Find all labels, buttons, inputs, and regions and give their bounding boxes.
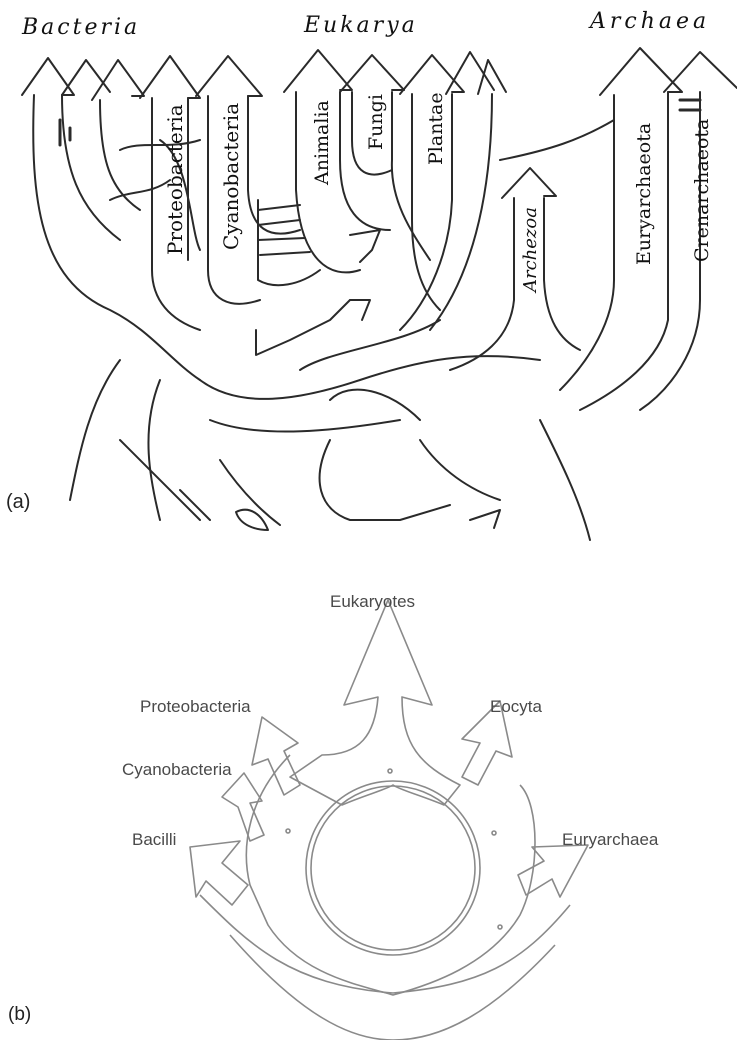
panel-tag-a: (a) xyxy=(6,491,30,513)
eukarya-arrow-5 xyxy=(478,60,506,94)
ring-inner-circle xyxy=(306,781,480,955)
eukarya-arrow-4 xyxy=(446,52,494,94)
domain-label-bacteria: Bacteria xyxy=(21,15,140,40)
branch-label-euryarchaeota: Euryarchaeota xyxy=(633,123,655,265)
archaea-trunks xyxy=(450,92,700,410)
ring-inner-circle-2 xyxy=(311,786,475,950)
panel-tag-b: (b) xyxy=(8,1004,31,1025)
branch-label-cyanobacteria: Cyanobacteria xyxy=(219,103,243,250)
tree-drawing-a: Bacteria Eukarya Archaea Proteobacteria … xyxy=(0,0,737,545)
tree-roots xyxy=(70,320,590,540)
group-label-eukaryotes: Eukaryotes xyxy=(330,592,415,611)
bacteria-arrow-proteobacteria xyxy=(140,56,200,98)
eukarya-arrows xyxy=(284,50,506,94)
dot xyxy=(498,925,502,929)
dot xyxy=(286,829,290,833)
domain-label-archaea: Archaea xyxy=(588,9,710,34)
panel-a-tree-of-life: Bacteria Eukarya Archaea Proteobacteria … xyxy=(0,0,737,545)
bacteria-arrow-cyanobacteria xyxy=(196,56,262,96)
bacteria-arrows xyxy=(22,56,262,100)
group-label-cyanobacteria: Cyanobacteria xyxy=(122,760,232,779)
dot xyxy=(492,831,496,835)
arrow-bacilli xyxy=(190,841,248,905)
group-label-proteobacteria: Proteobacteria xyxy=(140,697,251,716)
group-label-bacilli: Bacilli xyxy=(132,830,176,849)
archaea-arrow-archezoa xyxy=(502,168,556,198)
dot xyxy=(388,769,392,773)
group-label-eocyta: Eocyta xyxy=(490,697,543,716)
branch-label-fungi: Fungi xyxy=(365,94,387,150)
branch-label-animalia: Animalia xyxy=(311,100,333,186)
domain-label-eukarya: Eukarya xyxy=(303,13,418,38)
branch-label-archezoa: Archezoa xyxy=(520,207,541,294)
arrow-cyanobacteria xyxy=(222,773,264,841)
branch-label-crenarchaeota: Crenarchaeota xyxy=(691,119,713,262)
archaea-arrow-euryarchaeota xyxy=(600,48,682,95)
ring-drawing-b: Eukaryotes Proteobacteria Eocyta Cyanoba… xyxy=(0,545,737,1040)
eukarya-arrow-plantae xyxy=(400,55,464,94)
group-label-euryarchaea: Euryarchaea xyxy=(562,830,659,849)
arrow-proteobacteria xyxy=(252,717,300,795)
arrow-eukaryotes xyxy=(290,600,460,805)
ring-bottom-loop xyxy=(200,895,570,993)
panel-b-ring-of-life: Eukaryotes Proteobacteria Eocyta Cyanoba… xyxy=(0,545,737,1040)
branch-label-plantae: Plantae xyxy=(425,92,447,165)
branch-label-proteobacteria: Proteobacteria xyxy=(163,104,187,255)
eukarya-arrow-animalia xyxy=(284,50,352,92)
